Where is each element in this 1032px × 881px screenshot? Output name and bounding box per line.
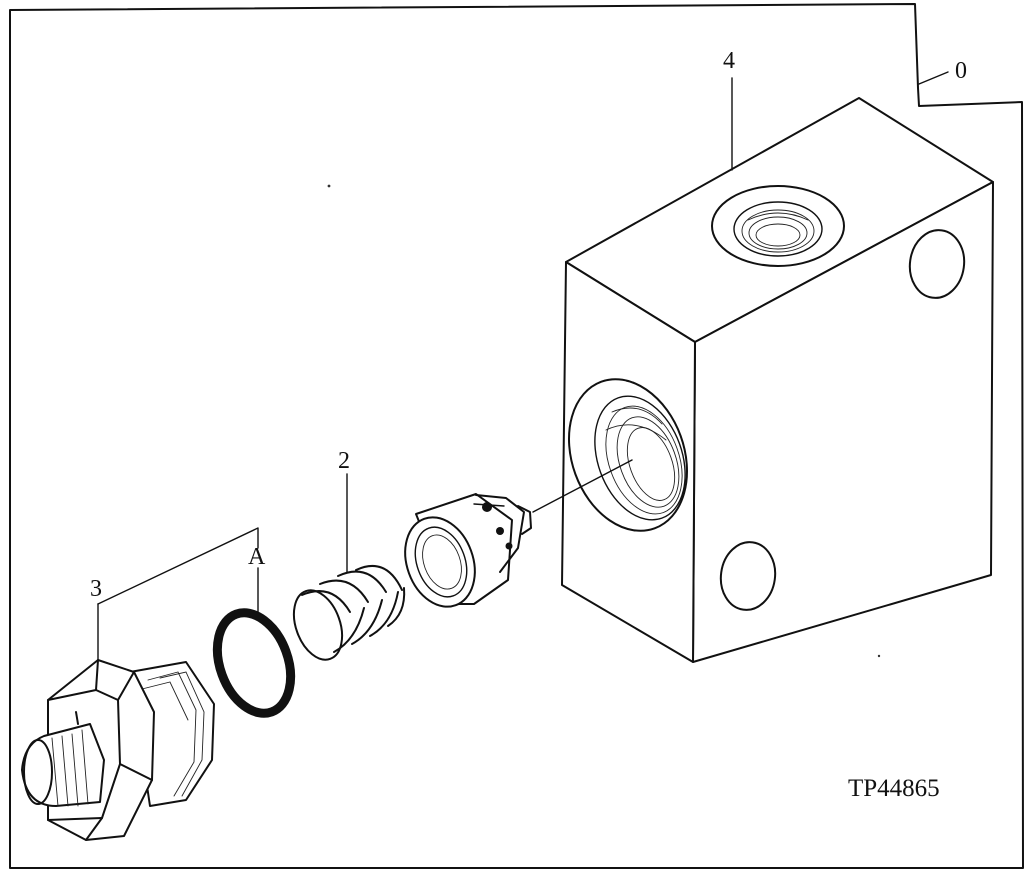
hex-plug-fitting — [21, 527, 259, 841]
o-ring — [212, 567, 296, 718]
leader-0 — [918, 71, 949, 85]
figure-code: TP44865 — [848, 775, 940, 802]
assembly-axis — [532, 459, 633, 513]
front-port — [568, 378, 688, 532]
label-spring: 2 — [338, 448, 350, 474]
label-assembly: 0 — [955, 58, 967, 84]
top-port — [711, 185, 845, 267]
label-housing: 4 — [723, 48, 735, 74]
frame-border — [9, 3, 1024, 869]
spring — [292, 473, 406, 661]
bracket-3-a — [97, 527, 259, 605]
valve-housing — [561, 77, 994, 663]
poppet-valve — [404, 493, 532, 608]
label-plug: 3 — [90, 576, 102, 602]
side-port-lower — [719, 541, 777, 611]
label-oring: A — [248, 544, 266, 570]
side-port-upper — [908, 229, 966, 299]
